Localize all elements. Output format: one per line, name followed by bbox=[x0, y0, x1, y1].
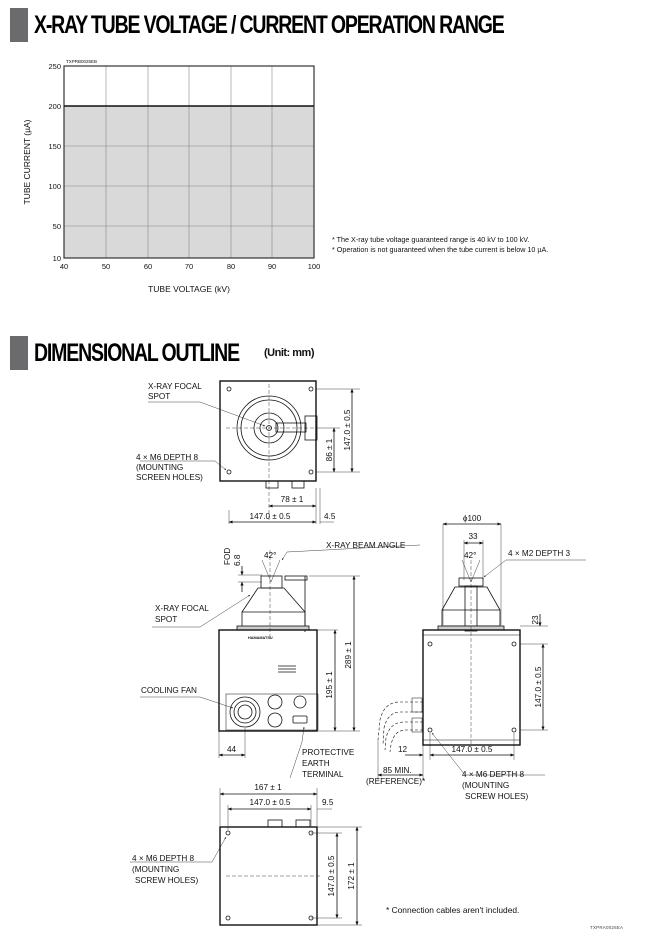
y-tick: 50 bbox=[53, 222, 61, 231]
label-beam-angle: X-RAY BEAM ANGLE bbox=[326, 541, 406, 550]
side-view bbox=[377, 522, 586, 780]
label-protective-earth: PROTECTIVE bbox=[302, 748, 355, 757]
svg-text:50: 50 bbox=[102, 262, 110, 271]
top-view bbox=[140, 380, 360, 524]
svg-text:40: 40 bbox=[60, 262, 68, 271]
dim-4-5: 4.5 bbox=[324, 512, 336, 521]
svg-text:90: 90 bbox=[268, 262, 276, 271]
section-header-operation-range: X-RAY TUBE VOLTAGE / CURRENT OPERATION R… bbox=[10, 8, 636, 42]
dim-9-5: 9.5 bbox=[322, 798, 334, 807]
dim-phi100: ϕ100 bbox=[463, 514, 482, 523]
dim-172: 172 ± 1 bbox=[347, 862, 356, 890]
unit-label: (Unit: mm) bbox=[264, 347, 315, 359]
header-bar bbox=[10, 8, 28, 42]
svg-text:100: 100 bbox=[308, 262, 321, 271]
label-reference: (REFERENCE)* bbox=[366, 777, 426, 786]
dim-44: 44 bbox=[227, 745, 237, 754]
dim-86: 86 ± 1 bbox=[325, 438, 334, 461]
svg-text:80: 80 bbox=[227, 262, 235, 271]
dim-147-horiz-side: 147.0 ± 0.5 bbox=[452, 745, 493, 754]
dim-12: 12 bbox=[398, 745, 408, 754]
label-focal-spot-top-2: SPOT bbox=[148, 392, 170, 401]
label-m2-holes: 4 × M2 DEPTH 3 bbox=[508, 549, 571, 558]
label-focal-spot-front: X-RAY FOCAL bbox=[155, 604, 209, 613]
footer-code: TXPRA0026EA bbox=[590, 925, 624, 930]
dim-147-horiz-bottom: 147.0 ± 0.5 bbox=[250, 798, 291, 807]
label-protective-earth-3: TERMINAL bbox=[302, 770, 344, 779]
bottom-view bbox=[130, 788, 362, 926]
label-mount-holes-side-2: (MOUNTING bbox=[462, 781, 509, 790]
label-mount-holes-bottom-3: SCREW HOLES) bbox=[135, 876, 199, 885]
y-axis-label: TUBE CURRENT (µA) bbox=[22, 119, 32, 204]
operation-range-chart: 250 200 150 100 50 10 40 50 60 70 80 90 … bbox=[22, 59, 320, 294]
dim-195: 195 ± 1 bbox=[325, 671, 334, 699]
chart-note-2: * Operation is not guaranteed when the t… bbox=[332, 245, 549, 254]
y-axis-ticks: 250 200 150 100 50 10 bbox=[48, 62, 61, 263]
chart-frame bbox=[63, 65, 315, 259]
figure-code: TXPRB0026EB bbox=[66, 59, 97, 64]
label-protective-earth-2: EARTH bbox=[302, 759, 330, 768]
brand-label: HAMAMATSU bbox=[248, 636, 273, 640]
label-fod: FOD bbox=[223, 548, 232, 565]
label-focal-spot-top: X-RAY FOCAL bbox=[148, 382, 202, 391]
front-view bbox=[140, 544, 421, 779]
svg-text:60: 60 bbox=[144, 262, 152, 271]
dim-147-vert-side: 147.0 ± 0.5 bbox=[534, 666, 543, 707]
x-axis-label: TUBE VOLTAGE (kV) bbox=[148, 284, 230, 294]
dim-33: 33 bbox=[468, 532, 478, 541]
label-beam-angle-right: 42° bbox=[464, 551, 476, 560]
section-header-dimensional-outline: DIMENSIONAL OUTLINE (Unit: mm) bbox=[10, 336, 315, 370]
x-axis-ticks: 40 50 60 70 80 90 100 bbox=[60, 262, 320, 271]
dim-85-min: 85 MIN. bbox=[383, 766, 412, 775]
section-title: X-RAY TUBE VOLTAGE / CURRENT OPERATION R… bbox=[34, 10, 505, 39]
dim-23: 23 bbox=[531, 615, 540, 625]
y-tick: 100 bbox=[48, 182, 61, 191]
label-mount-holes-side: 4 × M6 DEPTH 8 bbox=[462, 770, 525, 779]
y-tick: 200 bbox=[48, 102, 61, 111]
svg-text:70: 70 bbox=[185, 262, 193, 271]
label-cooling-fan: COOLING FAN bbox=[141, 686, 197, 695]
chart-note-1: * The X-ray tube voltage guaranteed rang… bbox=[332, 235, 530, 244]
label-mount-holes-top-3: SCREEN HOLES) bbox=[136, 473, 203, 482]
label-mount-holes-bottom-2: (MOUNTING bbox=[132, 865, 179, 874]
label-mount-holes-top-2: (MOUNTING bbox=[136, 463, 183, 472]
y-tick: 250 bbox=[48, 62, 61, 71]
label-focal-spot-front-2: SPOT bbox=[155, 615, 177, 624]
dim-147-vert-bottom: 147.0 ± 0.5 bbox=[327, 855, 336, 896]
footer-note: * Connection cables aren't included. bbox=[386, 905, 520, 915]
dim-289: 289 ± 1 bbox=[344, 641, 353, 669]
header-bar bbox=[10, 336, 28, 370]
dim-78: 78 ± 1 bbox=[281, 495, 304, 504]
chart-grid bbox=[64, 66, 314, 258]
section-title: DIMENSIONAL OUTLINE bbox=[34, 338, 240, 367]
dim-147-horiz-top: 147.0 ± 0.5 bbox=[250, 512, 291, 521]
y-tick: 10 bbox=[53, 254, 61, 263]
y-tick: 150 bbox=[48, 142, 61, 151]
label-beam-angle-left: 42° bbox=[264, 551, 276, 560]
label-mount-holes-bottom: 4 × M6 DEPTH 8 bbox=[132, 854, 195, 863]
dim-167: 167 ± 1 bbox=[254, 783, 282, 792]
dim-147-vert-top: 147.0 ± 0.5 bbox=[343, 409, 352, 450]
label-fod-value: 6.8 bbox=[233, 554, 242, 566]
label-mount-holes-top: 4 × M6 DEPTH 8 bbox=[136, 453, 199, 462]
label-mount-holes-side-3: SCREW HOLES) bbox=[465, 792, 529, 801]
